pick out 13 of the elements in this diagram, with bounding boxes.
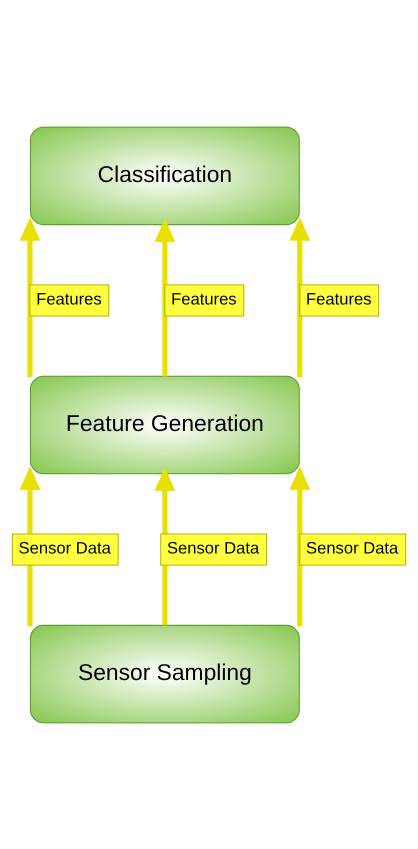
edge-label: Features xyxy=(171,288,237,308)
arrow xyxy=(289,466,310,626)
node-box: Feature Generation xyxy=(30,375,300,474)
edge-label: Sensor Data xyxy=(166,538,260,557)
arrow xyxy=(154,218,176,376)
node-box: Sensor Sampling xyxy=(30,624,300,723)
edge-label: Sensor Data xyxy=(306,538,398,557)
arrow xyxy=(289,216,310,377)
edge-label: Sensor Data xyxy=(18,538,111,557)
node-box: Classification xyxy=(30,126,300,225)
arrow xyxy=(20,216,40,377)
edge-label: Features xyxy=(36,288,102,308)
edge-label: Features xyxy=(306,288,372,308)
